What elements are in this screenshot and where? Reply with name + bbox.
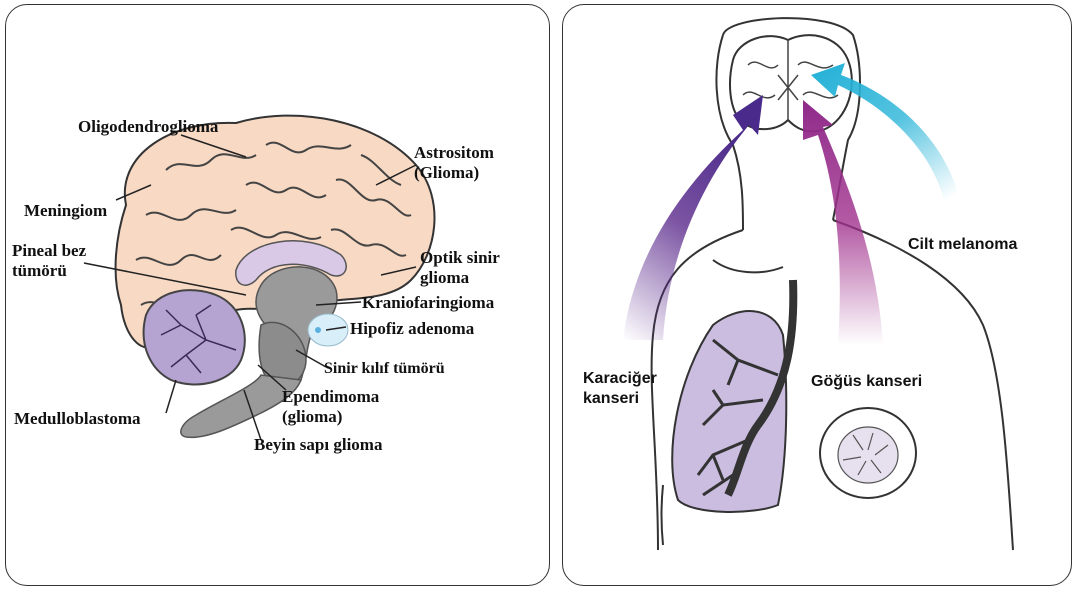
- cerebellum: [144, 290, 245, 384]
- arrow-breast: [803, 100, 883, 345]
- label-cilt-melanoma: Cilt melanoma: [908, 235, 1017, 255]
- label-oligodendroglioma: Oligodendroglioma: [78, 117, 218, 137]
- brain-tumor-panel: Oligodendroglioma Astrositom (Glioma) Me…: [5, 4, 550, 586]
- arrow-skin: [811, 63, 963, 230]
- metastasis-illustration: [563, 5, 1072, 586]
- label-meningiom: Meningiom: [24, 201, 107, 221]
- label-karaciger-kanseri: Karaciğer kanseri: [583, 369, 657, 409]
- label-kraniofaringioma: Kraniofaringioma: [362, 293, 494, 313]
- label-ependimoma: Ependimoma (glioma): [282, 387, 379, 427]
- label-gogus-kanseri: Göğüs kanseri: [811, 372, 922, 392]
- label-beyin-sapi: Beyin sapı glioma: [254, 435, 382, 455]
- label-sinir-kilif: Sinir kılıf tümörü: [324, 359, 445, 379]
- label-hipofiz: Hipofiz adenoma: [350, 319, 474, 339]
- label-pineal: Pineal bez tümörü: [12, 241, 86, 281]
- label-medulloblastoma: Medulloblastoma: [14, 409, 141, 429]
- label-astrositom: Astrositom (Glioma): [414, 143, 494, 183]
- label-optik: Optik sinir glioma: [420, 248, 500, 288]
- metastasis-panel: Cilt melanoma Karaciğer kanseri Göğüs ka…: [562, 4, 1072, 586]
